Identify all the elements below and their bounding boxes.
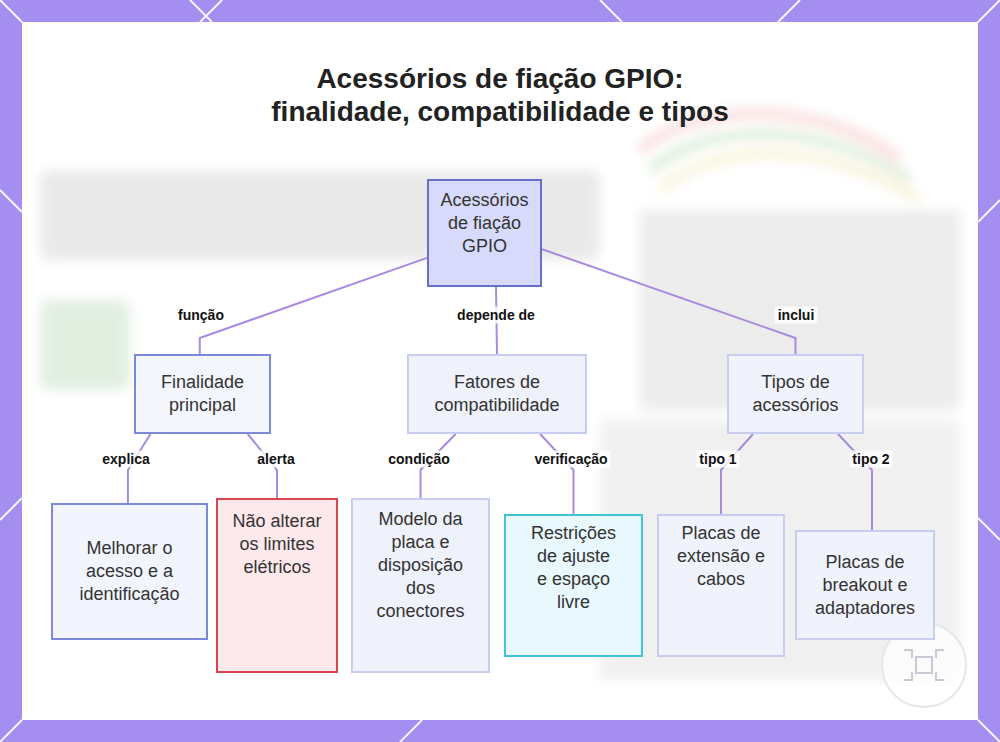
connector-line (721, 434, 753, 514)
detail-box: Melhorar o acesso e a identificação (51, 503, 208, 640)
detail-box: Modelo da placa e disposição dos conecto… (351, 498, 490, 673)
concept-box: Finalidade principal (134, 354, 271, 434)
edge-label: depende de (454, 307, 538, 324)
node-text: Modelo da placa e disposição dos conecto… (367, 508, 474, 623)
detail-box: Placas de breakout e adaptadores (795, 530, 935, 640)
warning-box: Não alterar os limites elétricos (216, 498, 338, 673)
connector-line (838, 434, 872, 530)
node-text: Restrições de ajuste e espaço livre (530, 522, 617, 614)
check-box: Restrições de ajuste e espaço livre (504, 514, 643, 657)
node-text: Não alterar os limites elétricos (226, 510, 328, 579)
edge-label: inclui (775, 307, 818, 324)
edge-label: tipo 2 (849, 451, 892, 468)
root-concept-box: Acessórios de fiação GPIO (427, 179, 542, 287)
node-text: Tipos de acessórios (737, 371, 854, 417)
detail-box: Placas de extensão e cabos (657, 514, 785, 657)
edge-label: explica (99, 451, 152, 468)
concept-box: Fatores de compatibilidade (407, 354, 587, 434)
connector-line (542, 249, 796, 354)
concept-box: Tipos de acessórios (727, 354, 864, 434)
connector-line (128, 434, 151, 503)
edge-label: verificação (531, 451, 610, 468)
edge-label: tipo 1 (696, 451, 739, 468)
blurred-photo (40, 114, 960, 680)
node-text: Fatores de compatibilidade (419, 371, 575, 417)
node-text: Acessórios de fiação GPIO (435, 189, 534, 258)
edge-label: condição (385, 451, 452, 468)
white-panel (22, 22, 978, 720)
connector-line (540, 434, 573, 514)
edge-label: função (175, 307, 227, 324)
edge-label: alerta (254, 451, 297, 468)
diagram-title: Acessórios de fiação GPIO: finalidade, c… (250, 62, 750, 128)
node-text: Placas de extensão e cabos (671, 522, 771, 591)
node-text: Melhorar o acesso e a identificação (71, 537, 188, 606)
node-text: Finalidade principal (144, 371, 261, 417)
connector-line (200, 258, 427, 354)
node-text: Placas de breakout e adaptadores (813, 551, 917, 620)
